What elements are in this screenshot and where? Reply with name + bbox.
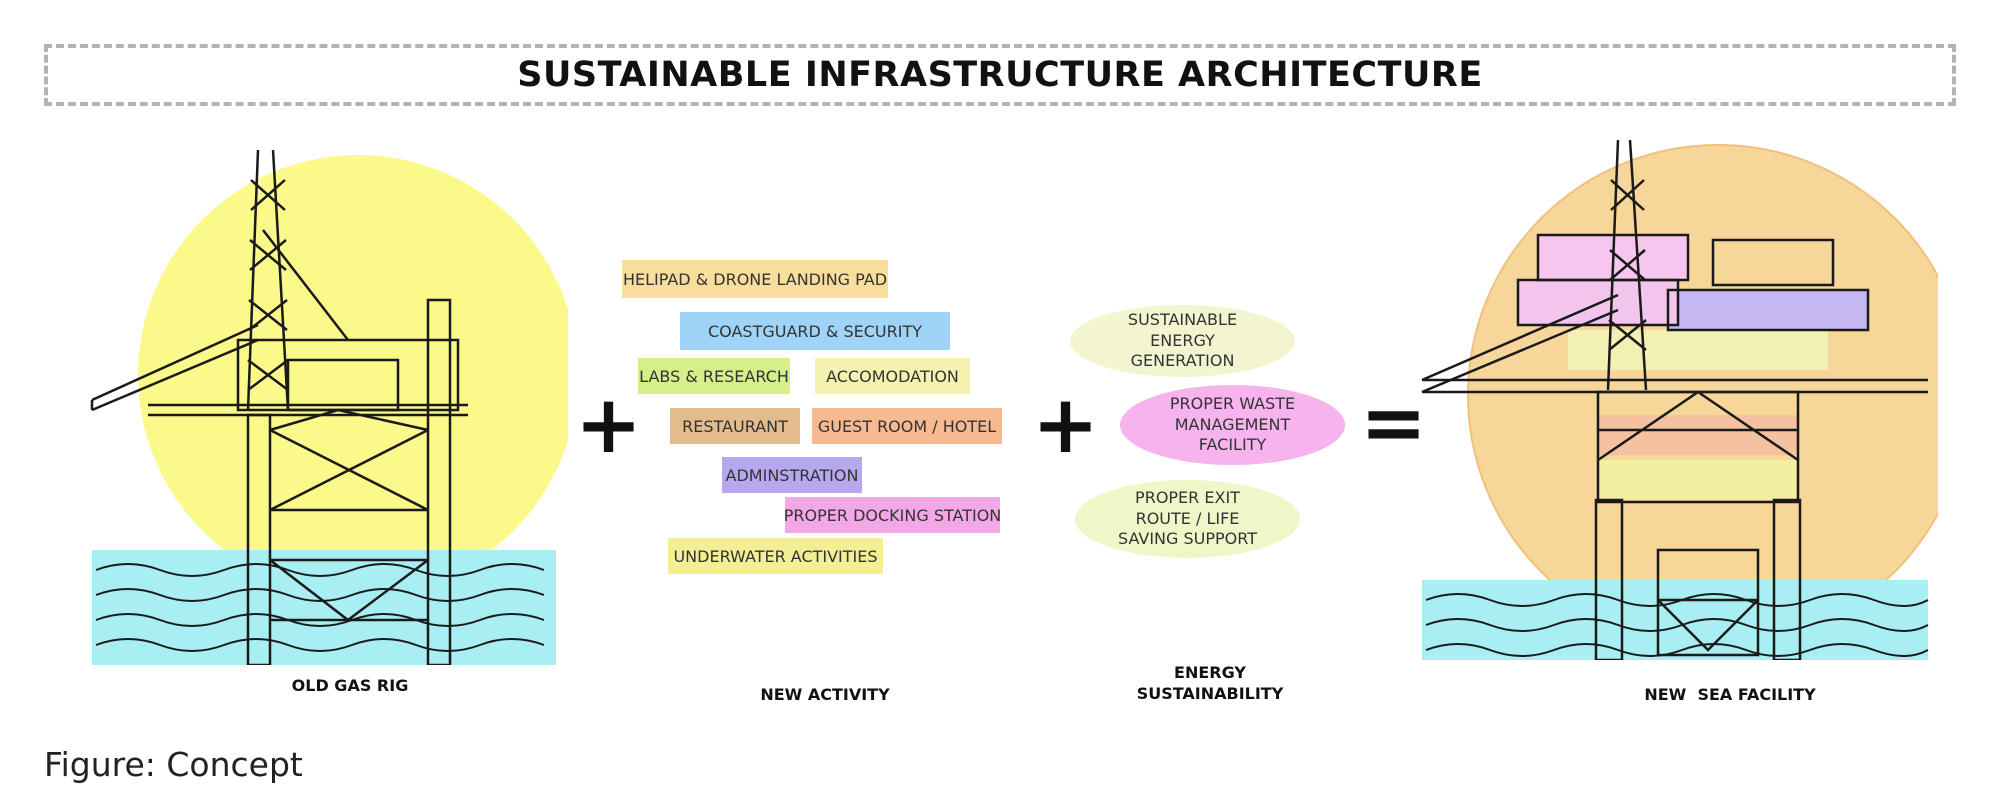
block-peach xyxy=(1598,415,1798,455)
activity-tag-restaurant: RESTAURANT xyxy=(670,408,800,444)
caption-old-rig: OLD GAS RIG xyxy=(291,676,409,695)
equals-sign: = xyxy=(1360,376,1428,469)
energy-ellipse-generation: SUSTAINABLE ENERGY GENERATION xyxy=(1070,305,1295,377)
energy-ellipse-waste: PROPER WASTE MANAGEMENT FACILITY xyxy=(1120,385,1345,465)
activity-tag-underwater: UNDERWATER ACTIVITIES xyxy=(668,538,883,574)
activity-tag-guest-room: GUEST ROOM / HOTEL xyxy=(812,408,1002,444)
plus-sign-1: + xyxy=(575,378,643,471)
rig-structure xyxy=(90,149,468,665)
caption-new-facility: NEW SEA FACILITY xyxy=(1644,685,1816,704)
wave-lines xyxy=(95,563,545,652)
caption-new-activity: NEW ACTIVITY xyxy=(760,685,890,704)
block-purple xyxy=(1668,290,1868,330)
figure-caption: Figure: Concept xyxy=(44,745,303,784)
caption-energy: ENERGY SUSTAINABILITY xyxy=(1136,663,1284,703)
activity-tag-coastguard: COASTGUARD & SECURITY xyxy=(680,312,950,350)
plus-sign-2: + xyxy=(1032,378,1100,471)
facility-structure xyxy=(1421,139,1928,660)
sun-circle xyxy=(138,155,568,595)
new-sea-facility-sketch xyxy=(1421,139,1938,660)
block-yellow xyxy=(1598,460,1798,500)
activity-tag-labs: LABS & RESEARCH xyxy=(638,358,790,394)
activity-tag-helipad: HELIPAD & DRONE LANDING PAD xyxy=(622,260,888,298)
old-gas-rig-sketch xyxy=(90,149,568,665)
activity-tag-accomodation: ACCOMODATION xyxy=(815,358,970,394)
title-box: SUSTAINABLE INFRASTRUCTURE ARCHITECTURE xyxy=(44,44,1956,106)
page-title: SUSTAINABLE INFRASTRUCTURE ARCHITECTURE xyxy=(517,55,1483,95)
energy-ellipse-exit-route: PROPER EXIT ROUTE / LIFE SAVING SUPPORT xyxy=(1075,480,1300,558)
activity-tag-docking: PROPER DOCKING STATION xyxy=(784,497,1001,533)
activity-tag-administration: ADMINSTRATION xyxy=(722,457,862,493)
block-lightyellow xyxy=(1568,330,1828,370)
